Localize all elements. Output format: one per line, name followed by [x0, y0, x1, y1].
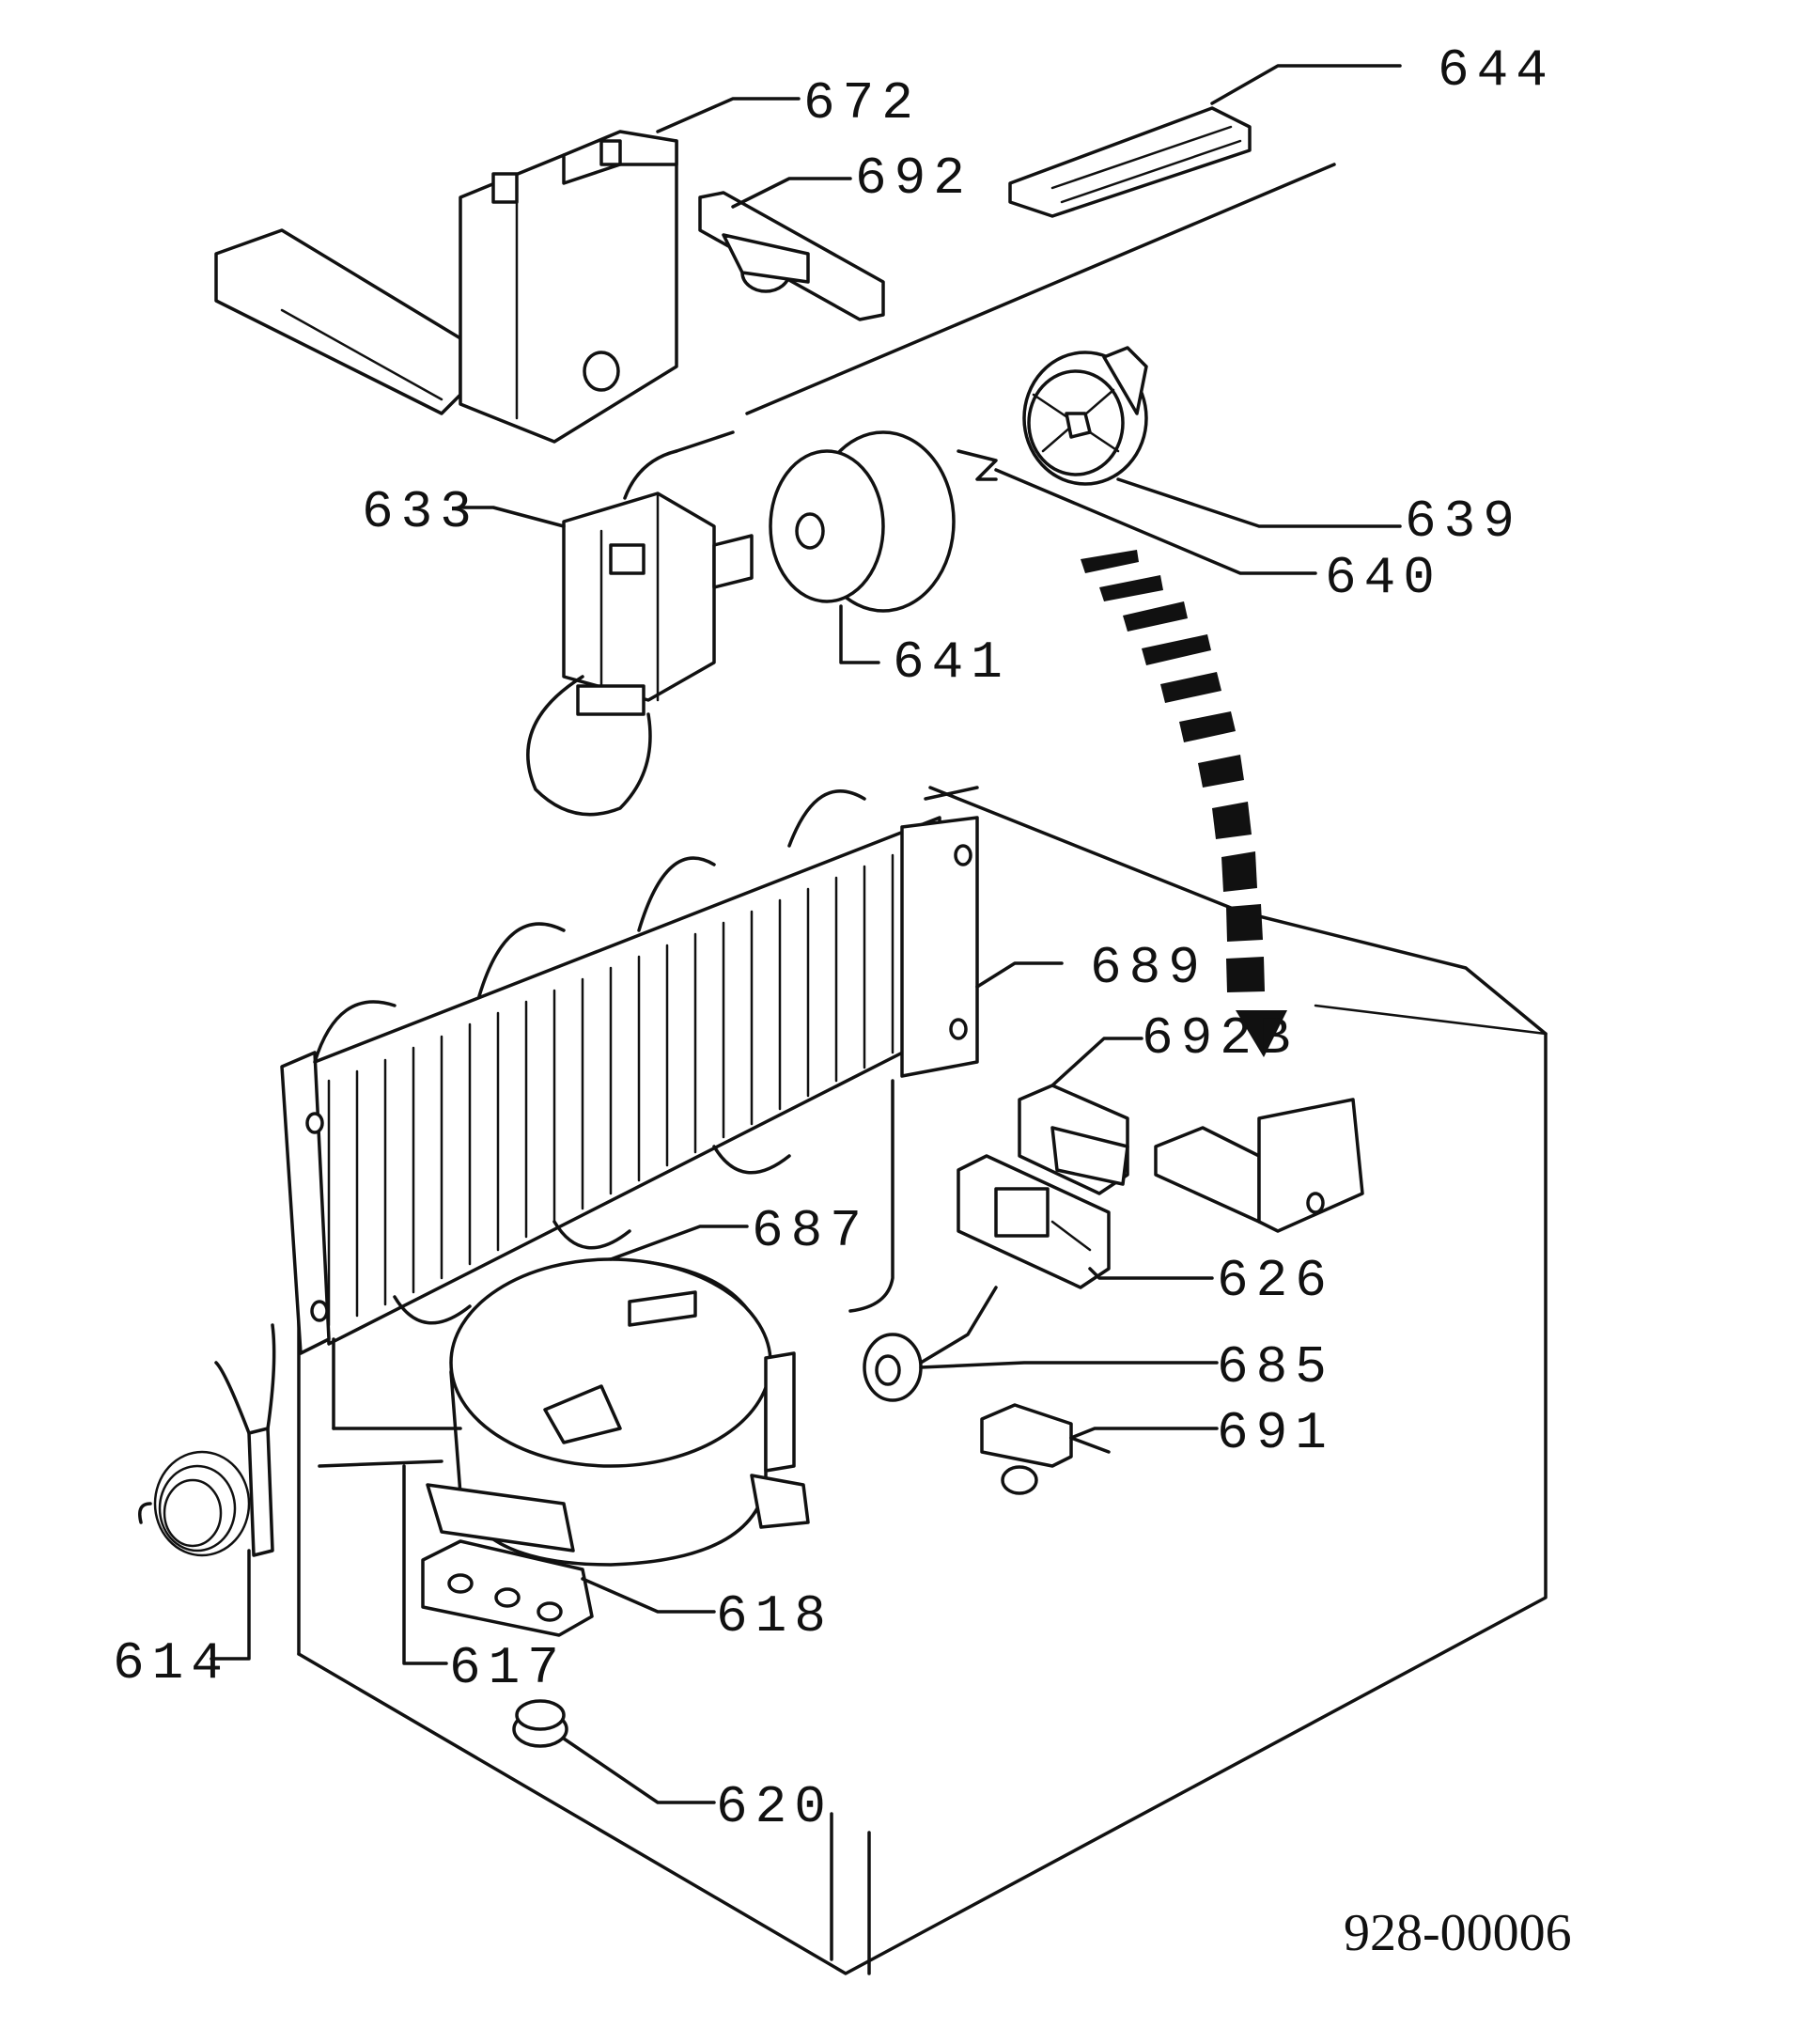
document-code: 928-00006 [1344, 1904, 1572, 1962]
label-618: 618 [716, 1586, 833, 1646]
label-640: 640 [1325, 548, 1442, 608]
label-633: 633 [362, 482, 479, 542]
label-626: 626 [1217, 1251, 1334, 1311]
label-692b: 692B [1142, 1008, 1298, 1069]
part-617-tube [318, 1337, 462, 1468]
label-620: 620 [716, 1777, 833, 1837]
part-644-rail [1008, 106, 1252, 218]
part-692b-switch-cover [1018, 1084, 1129, 1195]
label-672: 672 [803, 73, 921, 133]
label-691: 691 [1217, 1403, 1334, 1463]
part-672-control-housing [214, 130, 678, 444]
assembly-arrow [1081, 550, 1287, 1057]
label-685: 685 [1217, 1337, 1334, 1397]
label-614: 614 [113, 1633, 230, 1693]
condenser-fins [327, 853, 894, 1327]
part-626-relay-housing [957, 1154, 1111, 1289]
part-691-relay [980, 1403, 1111, 1495]
label-617: 617 [449, 1638, 567, 1698]
label-644: 644 [1438, 40, 1555, 101]
leader-lines [210, 64, 1402, 1804]
part-614-capillary-coil [138, 1323, 276, 1557]
part-641-knob [769, 430, 956, 613]
part-620-foot [512, 1699, 568, 1748]
label-689: 689 [1090, 938, 1207, 998]
part-633-thermostat [526, 491, 754, 817]
mounted-control-housing [1154, 1098, 1364, 1233]
part-618-mount-bracket [421, 1539, 594, 1637]
label-639: 639 [1405, 491, 1522, 552]
capillary-line [623, 163, 1336, 500]
condenser-coils [313, 789, 866, 1325]
label-687: 687 [752, 1201, 869, 1261]
part-685-overload [863, 1286, 998, 1402]
part-640-clip [957, 449, 998, 481]
part-692-switch-plate [698, 191, 885, 321]
part-labels: 644 672 692 633 639 640 641 689 692B 687… [113, 40, 1555, 1837]
label-692: 692 [855, 148, 972, 209]
label-641: 641 [893, 632, 1010, 693]
part-689-condenser [280, 789, 979, 1355]
part-639-dial-housing [1022, 346, 1148, 486]
part-687-compressor [426, 1257, 810, 1567]
